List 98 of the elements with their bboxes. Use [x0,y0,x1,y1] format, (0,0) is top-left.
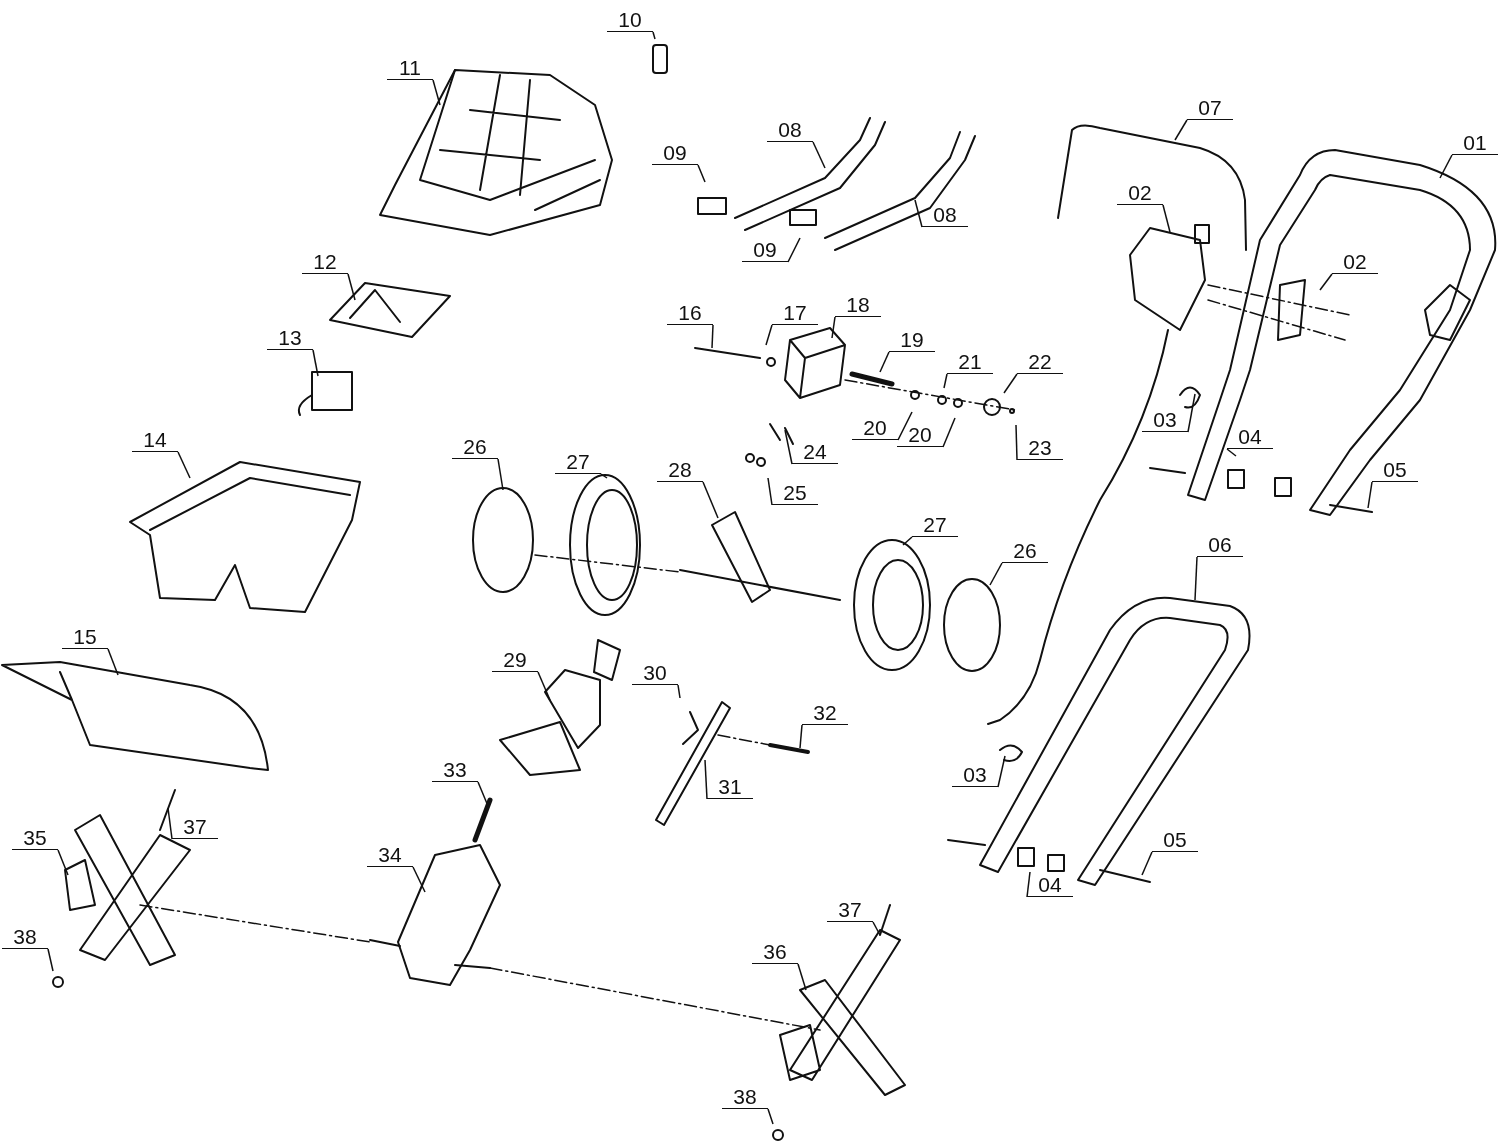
callout-number: 27 [912,513,958,537]
leader-line [1367,481,1373,509]
leader-line [1015,424,1018,461]
leader-line [914,199,923,228]
leader-line [879,351,890,373]
callout-number: 19 [889,328,935,352]
leader-line [711,324,714,349]
callout-number: 07 [1187,96,1233,120]
callout-number: 08 [767,118,813,142]
callout-number: 30 [632,661,678,685]
leader-line [767,1108,774,1125]
leader-line [167,807,173,840]
leader-line [312,349,319,377]
callout-number: 21 [947,350,993,374]
callout-number: 13 [267,326,313,350]
callout-number: 36 [752,940,798,964]
callout-number: 14 [132,428,178,452]
callout-number: 03 [952,763,998,787]
leader-line [943,373,948,389]
leader-line [537,671,551,701]
callout-number: 05 [1372,458,1418,482]
leader-line [1026,871,1031,898]
callout-number: 18 [835,293,881,317]
leader-line [784,429,793,465]
leader-line [57,849,69,876]
leader-line [989,562,1003,586]
leader-line [477,781,489,807]
callout-number: 26 [452,435,498,459]
leader-line [347,273,356,301]
leader-line [432,79,441,106]
callout-number: 09 [742,238,788,262]
leader-line [812,141,826,169]
callout-number: 20 [897,423,943,447]
callout-number: 24 [792,440,838,464]
leader-line [765,324,773,346]
callout-number: 16 [667,301,713,325]
callout-number: 02 [1332,250,1378,274]
callout-number: 06 [1197,533,1243,557]
callout-number: 11 [387,56,433,80]
callout-number: 01 [1452,131,1498,155]
callout-number: 15 [62,625,108,649]
leader-line [1174,119,1188,141]
leader-line [797,963,807,991]
callout-number: 34 [367,843,413,867]
leader-line [787,237,801,263]
callout-number: 37 [827,898,873,922]
leader-line [767,477,773,506]
callout-number: 04 [1027,873,1073,897]
leader-line [997,755,1006,788]
leader-line [107,648,119,676]
leader-line [1187,393,1196,433]
callout-number: 03 [1142,408,1188,432]
leader-line [1194,556,1198,601]
callout-number: 17 [772,301,818,325]
leader-line [704,759,708,800]
leader-line [177,451,191,479]
leader-line [412,866,426,893]
leader-line [1319,273,1333,291]
callout-number: 12 [302,250,348,274]
callout-number: 29 [492,648,538,672]
leader-line [1439,154,1453,179]
leader-line [902,536,913,546]
callout-number: 32 [802,701,848,725]
callout-number: 28 [657,458,703,482]
leader-line [831,316,836,339]
leader-line [677,684,681,699]
callout-number: 10 [607,8,653,32]
leader-line [942,417,956,448]
leader-line [799,724,803,749]
leader-line [702,481,719,519]
callout-number: 25 [772,481,818,505]
leader-line [1162,204,1171,233]
callout-number: 26 [1002,539,1048,563]
leader-line [1003,373,1018,394]
leader-line [497,458,504,491]
callout-number: 05 [1152,828,1198,852]
callout-number: 23 [1017,436,1063,460]
leader-line [600,473,608,479]
leader-line [1226,448,1237,457]
callout-number: 31 [707,775,753,799]
leader-line [47,948,54,972]
callout-number: 02 [1117,181,1163,205]
leader-line [697,164,706,183]
callout-number: 38 [722,1085,768,1109]
leader-line [872,921,881,936]
callout-number: 20 [852,416,898,440]
leader-line [1141,851,1153,876]
callout-number: 38 [2,925,48,949]
callout-number: 33 [432,758,478,782]
callout-number: 27 [555,450,601,474]
leader-line [897,411,913,441]
callout-number: 04 [1227,425,1273,449]
callout-number: 22 [1017,350,1063,374]
callout-number: 08 [922,203,968,227]
leader-line [652,31,656,40]
callout-number: 35 [12,826,58,850]
callout-number: 37 [172,815,218,839]
callout-number: 09 [652,141,698,165]
